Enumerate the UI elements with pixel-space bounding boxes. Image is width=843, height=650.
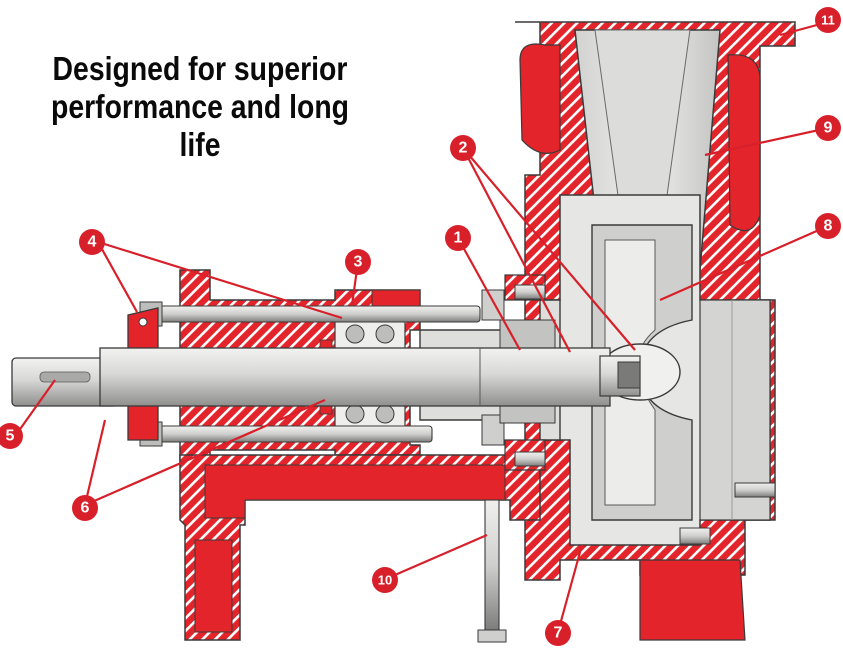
callout-label-4: 4 xyxy=(88,234,97,251)
callout-5: 5 xyxy=(0,423,23,449)
callout-label-10: 10 xyxy=(378,573,392,588)
callout-10: 10 xyxy=(372,567,398,593)
callout-1: 1 xyxy=(445,225,471,251)
headline-line-2: performance and long life xyxy=(50,88,350,163)
casing-bolts xyxy=(514,284,776,545)
callout-label-6: 6 xyxy=(81,500,90,517)
callout-3: 3 xyxy=(345,249,371,275)
headline: Designed for superior performance and lo… xyxy=(28,50,372,164)
headline-line-1: Designed for superior xyxy=(52,50,348,87)
leader-lines xyxy=(17,20,829,633)
callout-7: 7 xyxy=(545,620,571,646)
callout-2: 2 xyxy=(450,135,476,161)
jack-screw xyxy=(477,499,507,643)
callout-label-1: 1 xyxy=(454,230,463,247)
callout-9: 9 xyxy=(815,115,841,141)
callout-label-5: 5 xyxy=(6,428,15,445)
callout-label-11: 11 xyxy=(821,13,835,28)
callout-label-8: 8 xyxy=(824,218,833,235)
callout-label-2: 2 xyxy=(459,140,468,157)
callout-6: 6 xyxy=(72,495,98,521)
callout-11: 11 xyxy=(815,7,841,33)
callout-4: 4 xyxy=(79,229,105,255)
bearings xyxy=(319,317,406,431)
support-foot xyxy=(179,454,541,641)
shaft xyxy=(11,347,641,407)
callout-label-7: 7 xyxy=(554,625,563,642)
callout-label-3: 3 xyxy=(354,254,363,271)
callout-label-9: 9 xyxy=(824,120,833,137)
callout-8: 8 xyxy=(815,213,841,239)
